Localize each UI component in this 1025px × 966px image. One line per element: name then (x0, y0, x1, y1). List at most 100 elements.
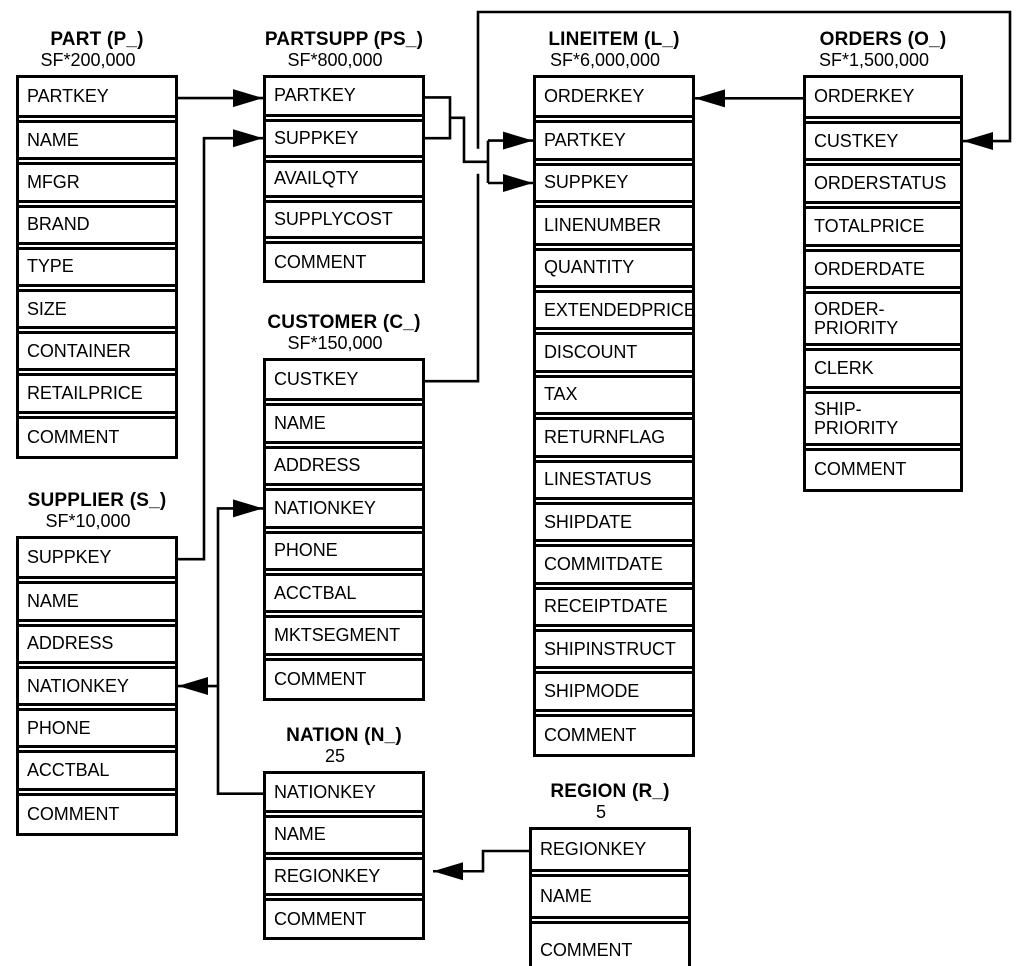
field-row-region-regionkey: REGIONKEY (532, 830, 688, 872)
field-row-lineitem-suppkey: SUPPKEY (536, 162, 692, 204)
field-row-supplier-name: NAME (19, 581, 175, 622)
relation-partsupp-lineitem-partkey-line (425, 96, 452, 140)
field-row-customer-custkey: CUSTKEY (266, 361, 422, 402)
relation-partsupp-lineitem-partkey-seg1 (450, 116, 488, 164)
part-cardinality: SF*200,000 (40, 50, 136, 70)
field-row-partsupp-partkey: PARTKEY (266, 78, 422, 117)
field-row-supplier-comment: COMMENT (19, 792, 175, 833)
field-row-part-mfgr: MFGR (19, 162, 175, 203)
field-row-nation-comment: COMMENT (266, 897, 422, 937)
lineitem-title: LINEITEM (L_) (548, 29, 680, 50)
customer-title: CUSTOMER (C_) (267, 312, 421, 333)
supplier-title: SUPPLIER (S_) (27, 490, 167, 511)
customer-header: CUSTOMER (C_) SF*150,000 (218, 312, 470, 353)
partsupp-title: PARTSUPP (PS_) (264, 29, 424, 50)
field-row-lineitem-comment: COMMENT (536, 713, 692, 754)
customer-cardinality: SF*150,000 (287, 333, 383, 353)
orders-cardinality: SF*1,500,000 (818, 50, 930, 70)
field-row-part-type: TYPE (19, 246, 175, 287)
lineitem-header: LINEITEM (L_) SF*6,000,000 (488, 29, 740, 70)
field-row-lineitem-shipdate: SHIPDATE (536, 501, 692, 543)
field-row-orders-orderstatus: ORDERSTATUS (806, 163, 960, 205)
field-row-partsupp-suppkey: SUPPKEY (266, 118, 422, 158)
field-row-lineitem-quantity: QUANTITY (536, 247, 692, 288)
field-row-lineitem-discount: DISCOUNT (536, 332, 692, 373)
field-row-customer-address: ADDRESS (266, 445, 422, 487)
field-row-supplier-address: ADDRESS (19, 623, 175, 664)
part-title: PART (P_) (50, 29, 144, 50)
field-row-part-brand: BRAND (19, 204, 175, 245)
field-row-nation-name: NAME (266, 815, 422, 855)
region-header: REGION (R_) 5 (484, 781, 736, 822)
field-row-customer-comment: COMMENT (266, 657, 422, 698)
relation-region-nation-line (433, 849, 529, 881)
supplier-header: SUPPLIER (S_) SF*10,000 (0, 490, 223, 531)
partsupp-header: PARTSUPP (PS_) SF*800,000 (218, 29, 470, 70)
field-row-part-retailprice: RETAILPRICE (19, 373, 175, 414)
field-row-customer-acctbal: ACCTBAL (266, 572, 422, 614)
field-row-lineitem-receiptdate: RECEIPTDATE (536, 586, 692, 628)
field-row-partsupp-supplycost: SUPPLYCOST (266, 200, 422, 240)
field-row-partsupp-comment: COMMENT (266, 241, 422, 280)
field-row-customer-mktsegment: MKTSEGMENT (266, 615, 422, 656)
field-row-part-name: NAME (19, 120, 175, 161)
field-row-orders-order-priority: ORDER- PRIORITY (806, 291, 960, 347)
field-row-orders-orderdate: ORDERDATE (806, 248, 960, 290)
field-row-customer-phone: PHONE (266, 530, 422, 571)
field-row-part-partkey: PARTKEY (19, 78, 175, 119)
part-header: PART (P_) SF*200,000 (0, 29, 223, 70)
field-row-lineitem-shipmode: SHIPMODE (536, 671, 692, 712)
nation-header: NATION (N_) 25 (218, 725, 470, 766)
field-row-nation-nationkey: NATIONKEY (266, 774, 422, 814)
field-row-supplier-acctbal: ACCTBAL (19, 750, 175, 791)
field-row-orders-ship-priority: SHIP- PRIORITY (806, 391, 960, 447)
field-row-lineitem-returnflag: RETURNFLAG (536, 417, 692, 458)
field-row-customer-nationkey: NATIONKEY (266, 488, 422, 529)
field-row-region-comment: COMMENT (532, 921, 688, 966)
field-row-lineitem-linestatus: LINESTATUS (536, 459, 692, 500)
orders-header: ORDERS (O_) SF*1,500,000 (758, 29, 1008, 70)
field-row-lineitem-partkey: PARTKEY (536, 120, 692, 161)
nation-title: NATION (N_) (286, 725, 402, 746)
field-row-orders-orderkey: ORDERKEY (806, 78, 960, 119)
field-row-part-comment: COMMENT (19, 415, 175, 456)
supplier-cardinality: SF*10,000 (45, 511, 131, 531)
field-row-orders-custkey: CUSTKEY (806, 120, 960, 162)
field-row-supplier-phone: PHONE (19, 708, 175, 749)
region-title: REGION (R_) (550, 781, 670, 802)
field-row-lineitem-shipinstruct: SHIPINSTRUCT (536, 629, 692, 670)
field-row-orders-totalprice: TOTALPRICE (806, 206, 960, 247)
field-row-customer-name: NAME (266, 403, 422, 444)
field-row-partsupp-availqty: AVAILQTY (266, 159, 422, 199)
field-row-part-size: SIZE (19, 288, 175, 330)
field-row-lineitem-tax: TAX (536, 374, 692, 416)
lineitem-cardinality: SF*6,000,000 (549, 50, 661, 70)
field-row-lineitem-orderkey: ORDERKEY (536, 78, 692, 119)
field-row-nation-regionkey: REGIONKEY (266, 856, 422, 896)
field-row-orders-comment: COMMENT (806, 448, 960, 489)
nation-cardinality: 25 (324, 746, 346, 766)
region-cardinality: 5 (595, 802, 606, 822)
partsupp-cardinality: SF*800,000 (287, 50, 383, 70)
field-row-orders-clerk: CLERK (806, 348, 960, 390)
field-row-region-name: NAME (532, 874, 688, 919)
field-row-lineitem-linenumber: LINENUMBER (536, 205, 692, 246)
field-row-part-container: CONTAINER (19, 331, 175, 372)
